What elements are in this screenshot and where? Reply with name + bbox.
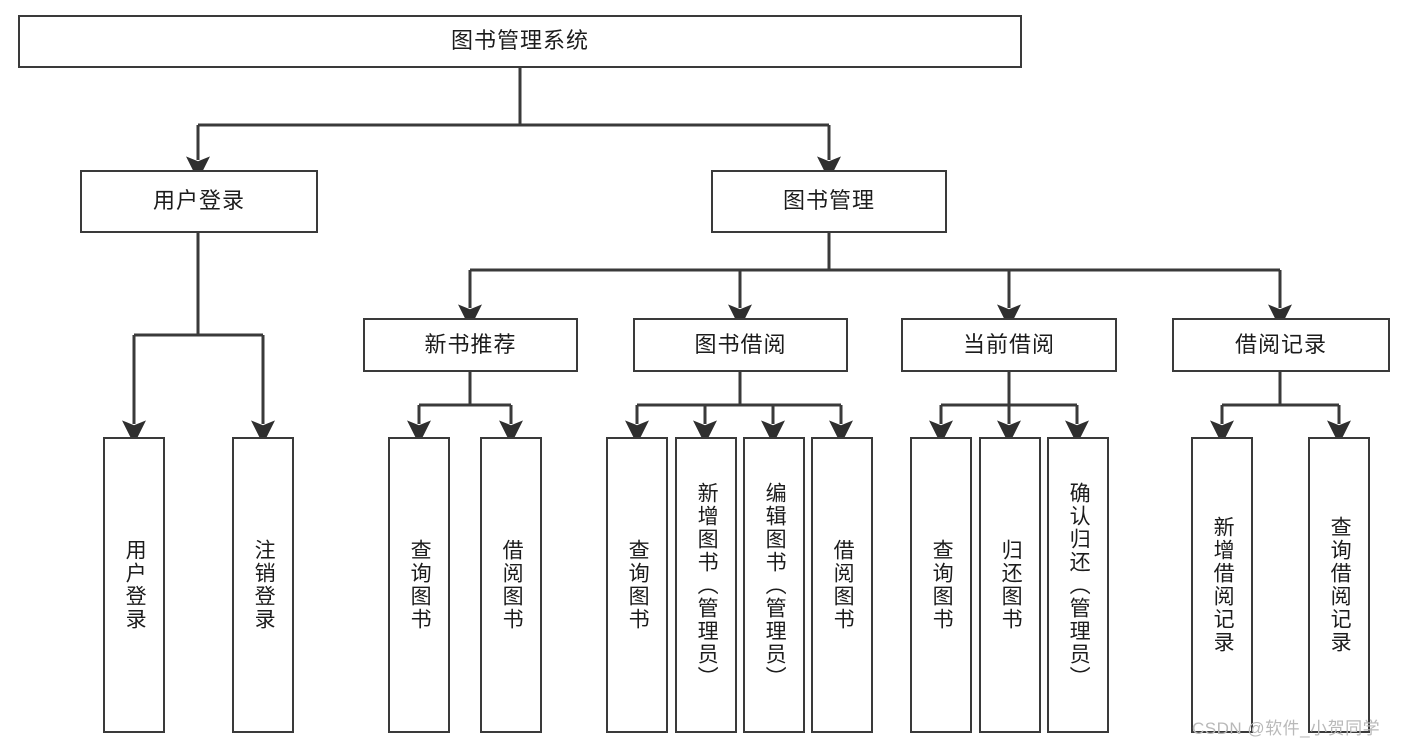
node-label: 确认归还（管理员）: [1067, 481, 1091, 689]
node-leaf-query-book-borrowing[interactable]: 查询图书: [606, 437, 668, 733]
node-label: 新书推荐: [424, 331, 517, 357]
node-leaf-user-login[interactable]: 用户登录: [103, 437, 165, 733]
watermark-text: CSDN @软件_小贺同学: [1192, 719, 1381, 738]
node-leaf-edit-book-admin[interactable]: 编辑图书（管理员）: [743, 437, 805, 733]
node-root-book-management-system[interactable]: 图书管理系统: [18, 15, 1022, 68]
node-label: 查询图书: [930, 539, 954, 631]
node-label: 借阅图书: [500, 539, 524, 631]
node-label: 归还图书: [999, 539, 1023, 631]
node-label: 借阅记录: [1234, 331, 1327, 357]
node-leaf-add-book-admin[interactable]: 新增图书（管理员）: [675, 437, 737, 733]
node-current-borrowing[interactable]: 当前借阅: [901, 318, 1117, 372]
node-label: 查询图书: [626, 539, 650, 631]
node-label: 用户登录: [123, 539, 147, 631]
node-label: 图书管理系统: [450, 28, 589, 54]
node-book-borrowing[interactable]: 图书借阅: [633, 318, 848, 372]
node-leaf-query-book-newbook[interactable]: 查询图书: [388, 437, 450, 733]
node-label: 用户登录: [152, 188, 245, 214]
node-label: 当前借阅: [962, 331, 1055, 357]
node-label: 查询借阅记录: [1328, 516, 1352, 654]
node-leaf-return-book[interactable]: 归还图书: [979, 437, 1041, 733]
node-label: 借阅图书: [831, 539, 855, 631]
node-label: 查询图书: [408, 539, 432, 631]
node-leaf-borrow-book-newbook[interactable]: 借阅图书: [480, 437, 542, 733]
node-label: 图书借阅: [694, 331, 787, 357]
node-label: 编辑图书（管理员）: [763, 481, 787, 689]
node-leaf-query-borrowing-record[interactable]: 查询借阅记录: [1308, 437, 1370, 733]
node-leaf-query-book-current[interactable]: 查询图书: [910, 437, 972, 733]
node-user-login[interactable]: 用户登录: [80, 170, 318, 233]
node-leaf-borrow-book[interactable]: 借阅图书: [811, 437, 873, 733]
node-label: 新增借阅记录: [1211, 516, 1235, 654]
node-new-book-recommendation[interactable]: 新书推荐: [363, 318, 578, 372]
node-leaf-add-borrowing-record[interactable]: 新增借阅记录: [1191, 437, 1253, 733]
node-label: 图书管理: [782, 188, 875, 214]
node-leaf-confirm-return-admin[interactable]: 确认归还（管理员）: [1047, 437, 1109, 733]
node-book-management[interactable]: 图书管理: [711, 170, 947, 233]
node-label: 新增图书（管理员）: [695, 481, 719, 689]
node-label: 注销登录: [252, 539, 276, 631]
node-leaf-logout[interactable]: 注销登录: [232, 437, 294, 733]
node-borrowing-record[interactable]: 借阅记录: [1172, 318, 1390, 372]
